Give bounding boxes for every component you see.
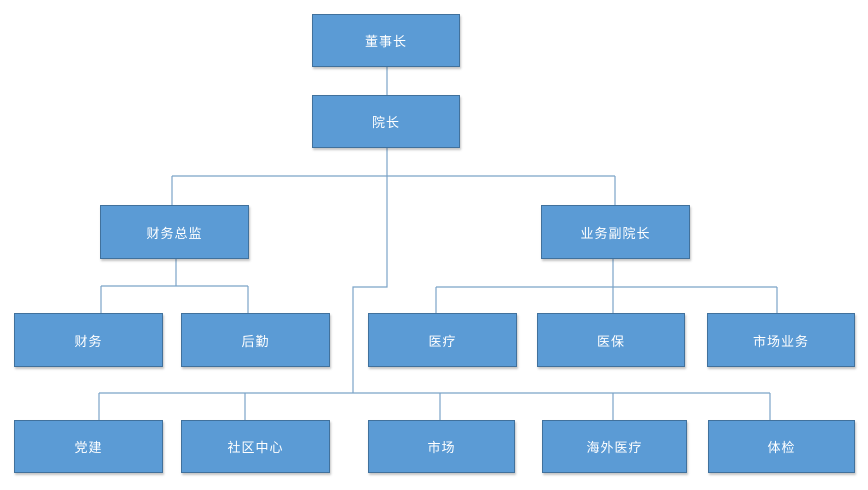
org-node-label: 党建 bbox=[74, 440, 103, 455]
org-node-label: 社区中心 bbox=[227, 440, 284, 455]
org-node-label: 财务 bbox=[74, 333, 103, 349]
org-node-overseas-medical[interactable]: 海外医疗 bbox=[542, 420, 687, 473]
org-node-vice-dean[interactable]: 业务副院长 bbox=[541, 205, 690, 259]
org-node-label: 业务副院长 bbox=[580, 225, 651, 241]
org-node-dean[interactable]: 院长 bbox=[312, 95, 460, 148]
org-node-market-business[interactable]: 市场业务 bbox=[707, 313, 855, 367]
org-node-community-center[interactable]: 社区中心 bbox=[181, 420, 330, 473]
org-node-finance-director[interactable]: 财务总监 bbox=[100, 205, 249, 259]
org-node-market[interactable]: 市场 bbox=[368, 420, 515, 473]
org-node-physical-exam[interactable]: 体检 bbox=[708, 420, 855, 473]
org-node-party-building[interactable]: 党建 bbox=[14, 420, 163, 473]
org-node-label: 医疗 bbox=[428, 333, 457, 349]
org-node-label: 院长 bbox=[371, 115, 400, 130]
org-node-label: 后勤 bbox=[241, 333, 270, 349]
org-node-label: 医保 bbox=[596, 333, 625, 349]
org-node-chairman[interactable]: 董事长 bbox=[312, 14, 460, 67]
org-node-medical[interactable]: 医疗 bbox=[368, 313, 517, 367]
org-node-label: 海外医疗 bbox=[586, 440, 643, 455]
org-node-label: 市场 bbox=[427, 440, 456, 455]
org-node-logistics[interactable]: 后勤 bbox=[181, 313, 330, 367]
org-node-label: 董事长 bbox=[364, 34, 407, 49]
org-node-label: 市场业务 bbox=[752, 333, 809, 349]
org-node-label: 财务总监 bbox=[146, 225, 203, 241]
org-node-finance[interactable]: 财务 bbox=[14, 313, 163, 367]
org-node-label: 体检 bbox=[767, 440, 796, 455]
org-node-medical-insurance[interactable]: 医保 bbox=[537, 313, 685, 367]
